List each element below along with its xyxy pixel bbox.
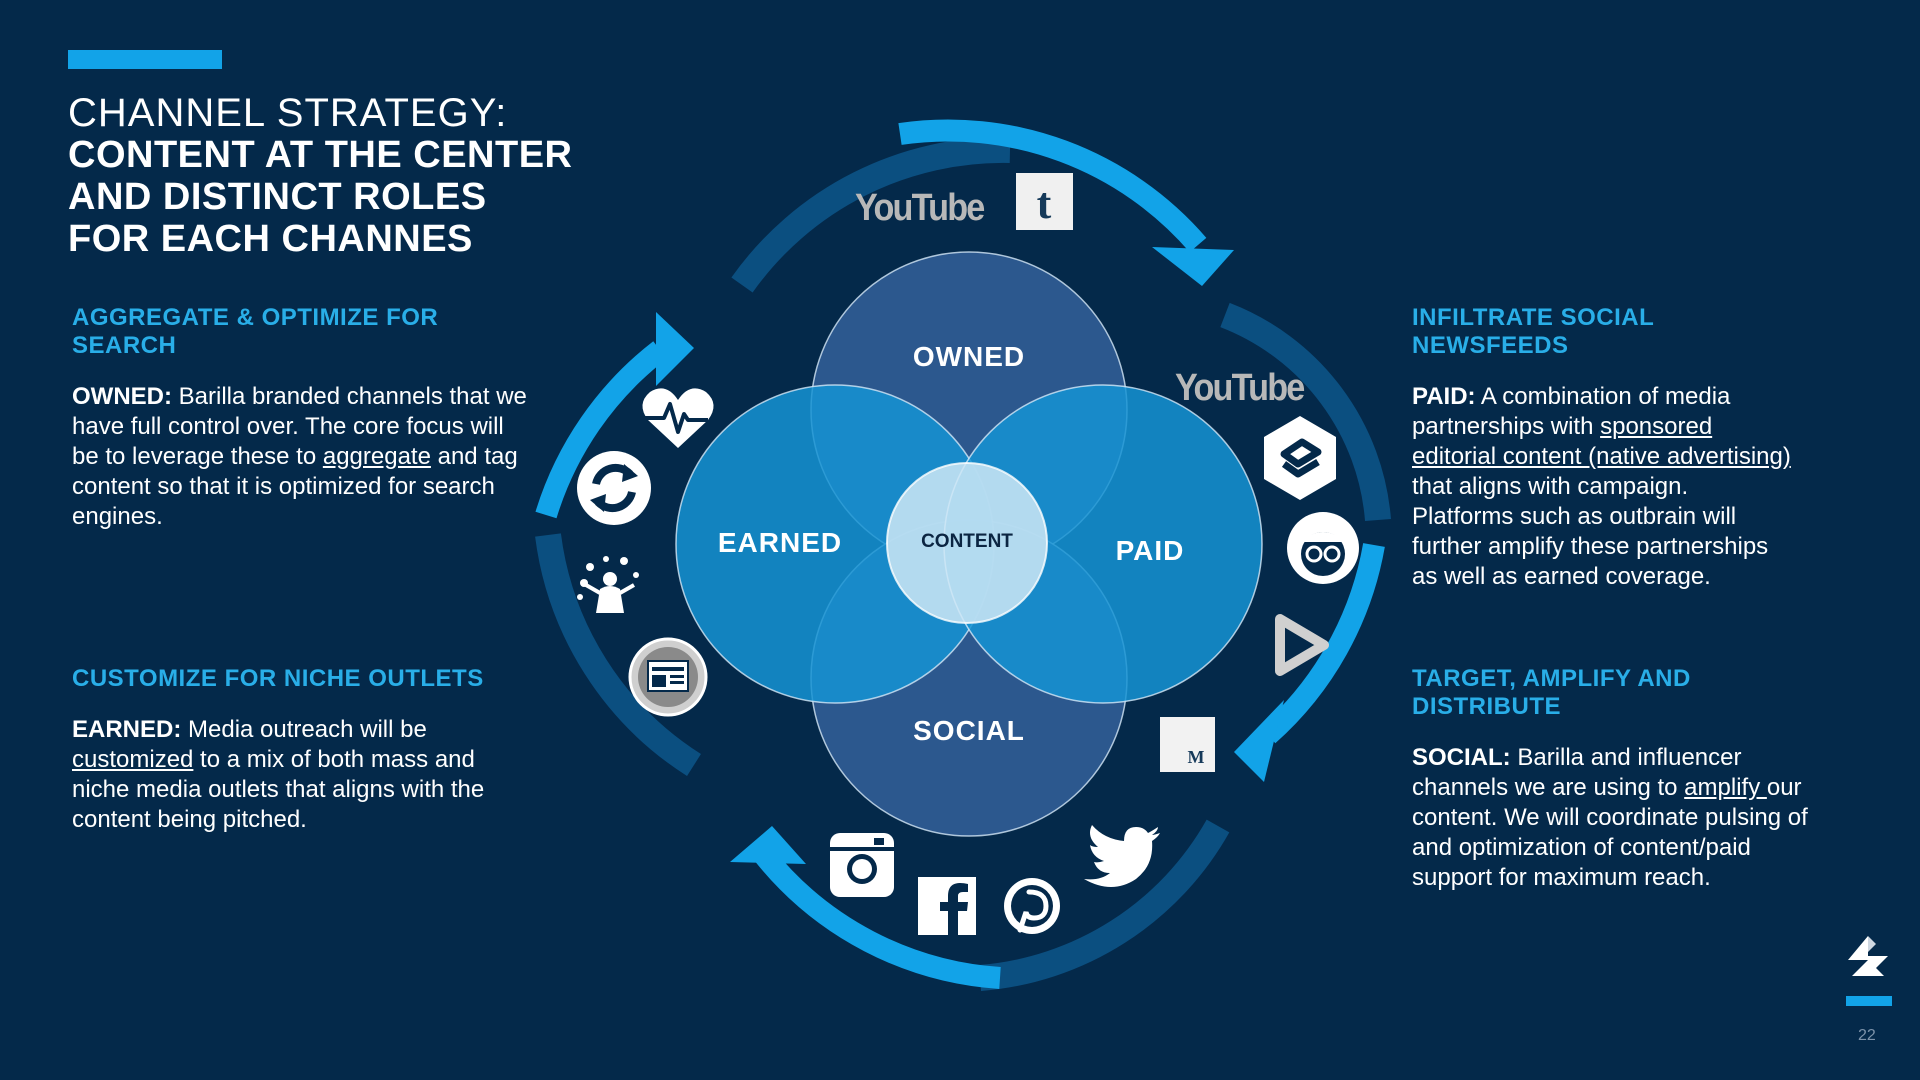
venn bbox=[675, 251, 1263, 837]
arc-top-back bbox=[731, 136, 1011, 293]
title-line-1: CHANNEL STRATEGY: bbox=[68, 91, 508, 135]
youtube-icon: YouTube bbox=[855, 185, 986, 228]
venn-owned-label: OWNED bbox=[913, 341, 1025, 372]
earned-section: CUSTOMIZE FOR NICHE OUTLETS EARNED: Medi… bbox=[72, 665, 532, 835]
arc-right-back bbox=[1220, 302, 1391, 522]
paid-label: PAID: bbox=[1412, 383, 1476, 410]
pinterest-icon bbox=[1004, 878, 1060, 934]
venn-social-label: SOCIAL bbox=[913, 715, 1025, 746]
earned-text: EARNED: Media outreach will be customize… bbox=[72, 715, 532, 835]
arc-bottom-head bbox=[730, 826, 806, 864]
medium-glyph: M bbox=[1188, 747, 1205, 767]
people-icon bbox=[577, 556, 639, 613]
venn-paid-label: PAID bbox=[1116, 535, 1185, 566]
health-heart-icon bbox=[642, 388, 714, 448]
twitter-icon bbox=[1084, 825, 1160, 887]
social-heading: TARGET, AMPLIFY AND DISTRIBUTE bbox=[1412, 665, 1691, 720]
arc-left-back bbox=[535, 533, 701, 776]
owned-text: OWNED: Barilla branded channels that we … bbox=[72, 382, 532, 532]
venn-content-circle[interactable] bbox=[886, 462, 1048, 624]
title-line-3: AND DISTINCT ROLES bbox=[68, 176, 487, 218]
social-label: SOCIAL: bbox=[1412, 744, 1511, 771]
tumblr-glyph: t bbox=[1037, 179, 1052, 228]
youtube-top-text: YouTube bbox=[855, 185, 984, 228]
accent-bar bbox=[68, 50, 222, 69]
arc-right-head bbox=[1234, 700, 1284, 782]
medium-icon: M bbox=[1160, 717, 1215, 772]
recycle-icon bbox=[577, 451, 651, 525]
paid-link[interactable]: sponsored editorial content (native adve… bbox=[1412, 413, 1791, 470]
owned-text-2: and tag content so that it is optimized … bbox=[72, 443, 518, 530]
brand-logo-icon bbox=[1848, 936, 1888, 976]
owned-link[interactable]: aggregate bbox=[322, 443, 431, 470]
arc-top-head bbox=[1152, 247, 1234, 286]
earned-text-1: Media outreach will be bbox=[181, 716, 427, 743]
owned-section: AGGREGATE & OPTIMIZE FOR SEARCH OWNED: B… bbox=[72, 304, 532, 532]
arc-bottom bbox=[755, 848, 1001, 989]
owned-label: OWNED: bbox=[72, 383, 172, 410]
social-text-2: our content. We will coordinate pulsing … bbox=[1412, 774, 1808, 891]
paid-text-1: A combination of media partnerships with bbox=[1412, 383, 1731, 440]
paid-section: INFILTRATE SOCIAL NEWSFEEDS PAID: A comb… bbox=[1412, 304, 1792, 592]
paid-text: PAID: A combination of media partnership… bbox=[1412, 382, 1792, 592]
title-line-2: CONTENT AT THE CENTER bbox=[68, 134, 573, 176]
earned-link[interactable]: customized bbox=[72, 746, 194, 773]
stumbleupon-icon bbox=[1264, 416, 1336, 500]
instagram-icon bbox=[830, 833, 894, 897]
earned-text-2: to a mix of both mass and niche media ou… bbox=[72, 746, 485, 833]
facebook-icon bbox=[918, 877, 976, 935]
logo-accent-bar bbox=[1846, 996, 1892, 1006]
social-section: TARGET, AMPLIFY AND DISTRIBUTE SOCIAL: B… bbox=[1412, 665, 1812, 893]
tumblr-icon: t bbox=[1016, 173, 1073, 230]
arc-right bbox=[1260, 543, 1385, 744]
arc-left-head bbox=[656, 312, 694, 386]
paid-text-2: that aligns with campaign. Platforms suc… bbox=[1412, 473, 1769, 590]
earned-label: EARNED: bbox=[72, 716, 182, 743]
social-link[interactable]: amplify bbox=[1684, 774, 1767, 801]
youtube-icon-right: YouTube bbox=[1175, 365, 1306, 408]
person-glasses-icon bbox=[1287, 512, 1359, 584]
arc-bottom-back bbox=[978, 819, 1230, 991]
social-text-1: Barilla and influencer channels we are u… bbox=[1412, 744, 1742, 801]
venn-content-label: CONTENT bbox=[921, 531, 1013, 552]
news-icon bbox=[628, 637, 708, 717]
arc-top bbox=[898, 119, 1207, 253]
owned-text-1: Barilla branded channels that we have fu… bbox=[72, 383, 527, 470]
play-icon bbox=[1275, 614, 1329, 676]
owned-heading: AGGREGATE & OPTIMIZE FOR SEARCH bbox=[72, 304, 439, 359]
title-line-4: FOR EACH CHANNES bbox=[68, 218, 473, 260]
paid-heading: INFILTRATE SOCIAL NEWSFEEDS bbox=[1412, 304, 1654, 359]
page-title: CHANNEL STRATEGY: CONTENT AT THE CENTER … bbox=[68, 92, 572, 260]
venn-earned-label: EARNED bbox=[718, 527, 842, 558]
cycle-arrows bbox=[535, 119, 1391, 991]
social-text: SOCIAL: Barilla and influencer channels … bbox=[1412, 743, 1812, 893]
earned-heading: CUSTOMIZE FOR NICHE OUTLETS bbox=[72, 665, 484, 692]
page-number: 22 bbox=[1858, 1027, 1876, 1044]
arc-left bbox=[535, 341, 667, 519]
youtube-right-text: YouTube bbox=[1175, 365, 1304, 408]
